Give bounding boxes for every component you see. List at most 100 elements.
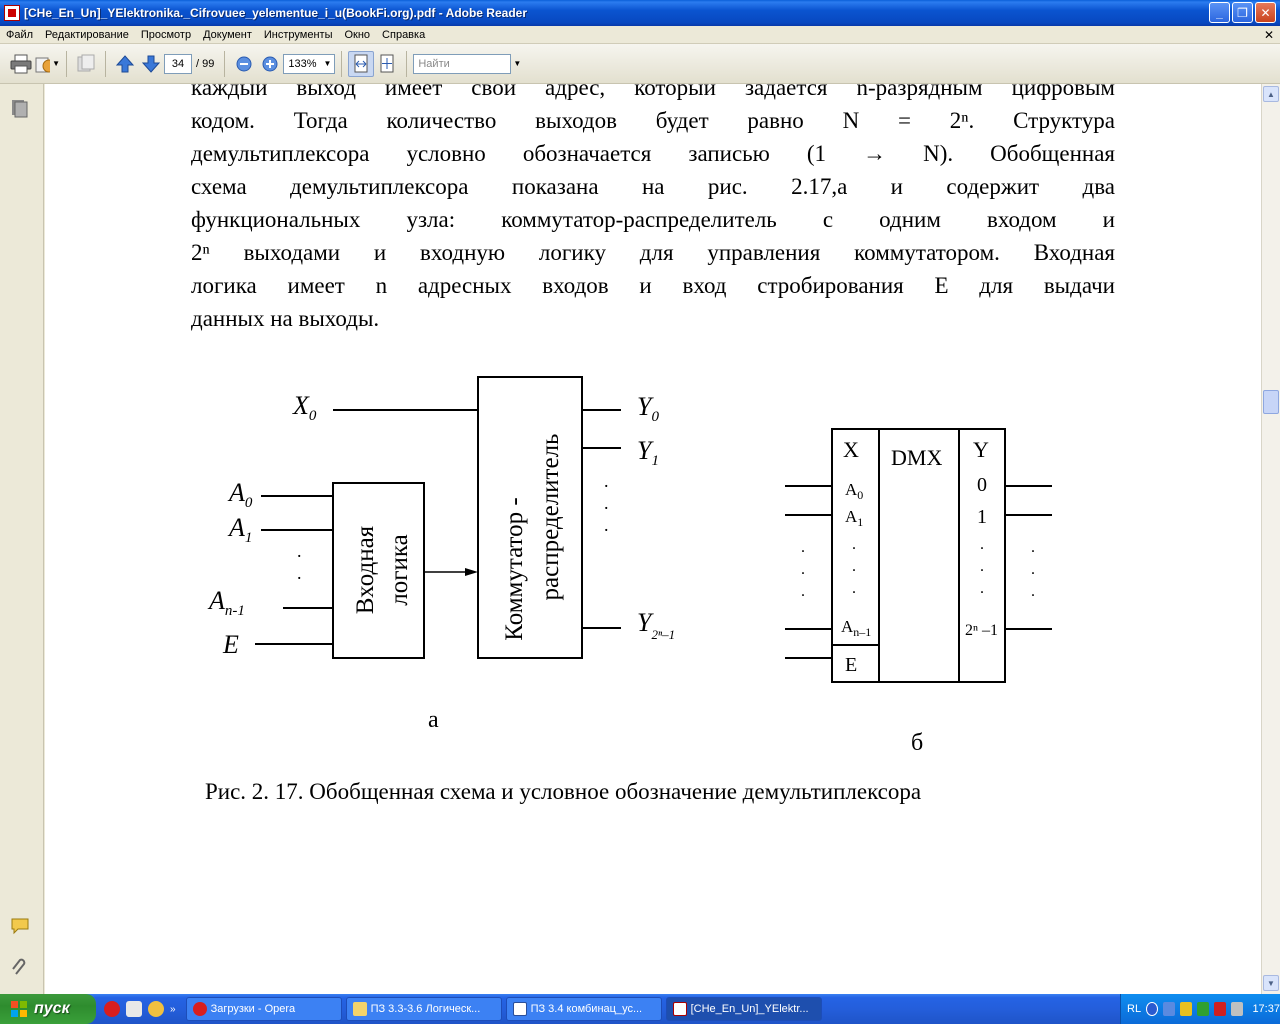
text-line: кодом. Тогда количество выходов будет ра… <box>191 108 1115 133</box>
svg-text:.: . <box>852 580 856 597</box>
tray-collapse-icon[interactable] <box>1146 1002 1159 1016</box>
svg-text:.: . <box>980 558 984 575</box>
text-line: 2ⁿ выходами и входную логику для управле… <box>191 240 1115 265</box>
page-number-input[interactable]: 34 <box>164 53 192 74</box>
zoom-select[interactable]: 133%▼ <box>283 53 336 74</box>
svg-text:.: . <box>801 561 805 578</box>
diagram-a: X0 Коммутатор - распределитель Входная л… <box>207 376 675 733</box>
strobe-label: E <box>222 630 239 659</box>
switch-block <box>477 376 583 659</box>
svg-text:.: . <box>1031 583 1035 600</box>
taskbar: пуск » Загрузки - Opera ПЗ 3.3-3.6 Логич… <box>0 994 1280 1024</box>
svg-text:.: . <box>1031 561 1035 578</box>
text-line: схема демультиплексора показана на рис. … <box>191 174 1115 199</box>
notepad-icon[interactable] <box>126 1001 142 1017</box>
task-folder[interactable]: ПЗ 3.3-3.6 Логическ... <box>345 997 502 1021</box>
menu-window[interactable]: Окно <box>344 28 371 41</box>
printer-icon <box>10 54 32 73</box>
chevron-icon[interactable]: » <box>170 1003 176 1015</box>
x-column-label: X <box>843 437 859 462</box>
svg-text:.: . <box>852 536 856 553</box>
task-label: Загрузки - Opera <box>210 1003 296 1015</box>
fit-page-button[interactable] <box>374 51 400 77</box>
scroll-thumb[interactable] <box>1263 390 1279 414</box>
find-dropdown-icon[interactable]: ▼ <box>513 59 522 68</box>
language-indicator[interactable]: RL <box>1127 1003 1142 1015</box>
output-y1-label: Y1 <box>637 436 659 469</box>
start-label: пуск <box>34 1000 70 1017</box>
output-n-label: 2ⁿ –1 <box>965 622 998 639</box>
text-line: данных на выходы. <box>191 306 380 331</box>
dmx-title: DMX <box>891 445 942 470</box>
folder-icon <box>352 1002 367 1016</box>
dots: . <box>297 541 302 561</box>
input-a0-label: A0 <box>227 478 253 511</box>
clock: 17:37 <box>1252 1003 1280 1015</box>
menu-help[interactable]: Справка <box>382 28 426 41</box>
zoom-in-button[interactable] <box>257 51 283 77</box>
minimize-button[interactable]: _ <box>1209 2 1230 23</box>
opera-icon[interactable] <box>104 1001 120 1017</box>
input-a1-label: A1 <box>227 513 252 546</box>
maximize-button[interactable]: ❐ <box>1232 2 1253 23</box>
start-button[interactable]: пуск <box>0 994 96 1024</box>
output-1-label: 1 <box>977 506 987 528</box>
antivirus-icon[interactable] <box>1197 1002 1210 1016</box>
word-icon <box>512 1002 527 1016</box>
title-bar: [CHe_En_Un]_YElektronika._Cifrovuee_yele… <box>0 0 1280 26</box>
input-a1-label: A1 <box>845 507 863 529</box>
share-button[interactable]: ▼ <box>34 51 60 77</box>
navigation-pane <box>0 84 44 994</box>
dots: . <box>604 471 609 491</box>
shield-icon[interactable] <box>1180 1002 1193 1016</box>
task-word[interactable]: ПЗ 3.4 комбинац_ус... <box>505 997 662 1021</box>
dots: . <box>604 493 609 513</box>
close-button[interactable]: ✕ <box>1255 2 1276 23</box>
menu-tools[interactable]: Инструменты <box>263 28 333 41</box>
fit-page-icon <box>380 54 394 72</box>
input-an-label: An–1 <box>841 617 871 639</box>
window-title: [CHe_En_Un]_YElektronika._Cifrovuee_yele… <box>24 6 527 20</box>
task-adobe-reader[interactable]: [CHe_En_Un]_YElektr... <box>665 997 822 1021</box>
diagram-b: X DMX Y A0 A1 ... ... An–1 E 0 1 ... ...… <box>785 428 1052 756</box>
clock-icon[interactable] <box>148 1001 164 1017</box>
print-button[interactable] <box>8 51 34 77</box>
adobe-reader-icon <box>4 5 20 21</box>
y-column-label: Y <box>973 437 989 462</box>
scroll-down-arrow-icon[interactable]: ▼ <box>1263 975 1279 991</box>
diagram-b-caption: б <box>911 730 923 756</box>
output-y0-label: Y0 <box>637 392 659 425</box>
logic-label-2: логика <box>386 534 413 605</box>
close-document-icon[interactable]: ✕ <box>1263 28 1274 42</box>
task-label: ПЗ 3.3-3.6 Логическ... <box>370 1003 481 1015</box>
fit-width-button[interactable] <box>348 50 375 77</box>
vertical-scrollbar[interactable]: ▲ ▼ <box>1261 84 1280 994</box>
comments-icon[interactable] <box>10 916 30 936</box>
input-x-label: X0 <box>292 391 317 424</box>
menu-document[interactable]: Документ <box>203 28 252 41</box>
switch-label-2: распределитель <box>537 434 564 601</box>
menu-edit[interactable]: Редактирование <box>45 28 129 41</box>
find-input[interactable]: Найти <box>413 53 512 74</box>
task-label: [CHe_En_Un]_YElektr... <box>690 1003 809 1015</box>
zoom-out-button[interactable] <box>231 51 257 77</box>
k-icon[interactable] <box>1214 1002 1227 1016</box>
svg-text:.: . <box>980 580 984 597</box>
menu-view[interactable]: Просмотр <box>140 28 192 41</box>
hand-tool-button[interactable] <box>73 51 99 77</box>
toolbar: ▼ 34 / 99 133%▼ Найти ▼ <box>0 44 1280 84</box>
menu-file[interactable]: Файл <box>6 28 34 41</box>
zoom-value: 133% <box>288 57 317 70</box>
network-icon[interactable] <box>1163 1002 1176 1016</box>
svg-text:.: . <box>852 558 856 575</box>
task-opera[interactable]: Загрузки - Opera <box>185 997 342 1021</box>
pages-panel-icon[interactable] <box>10 98 30 118</box>
previous-page-button[interactable] <box>112 51 138 77</box>
dmx-block <box>831 428 1006 683</box>
attachments-icon[interactable] <box>10 958 30 978</box>
next-page-button[interactable] <box>138 51 164 77</box>
scroll-up-arrow-icon[interactable]: ▲ <box>1263 86 1279 102</box>
system-tray: RL 17:37 <box>1120 994 1280 1024</box>
volume-icon[interactable] <box>1231 1002 1244 1016</box>
output-0-label: 0 <box>977 474 987 496</box>
